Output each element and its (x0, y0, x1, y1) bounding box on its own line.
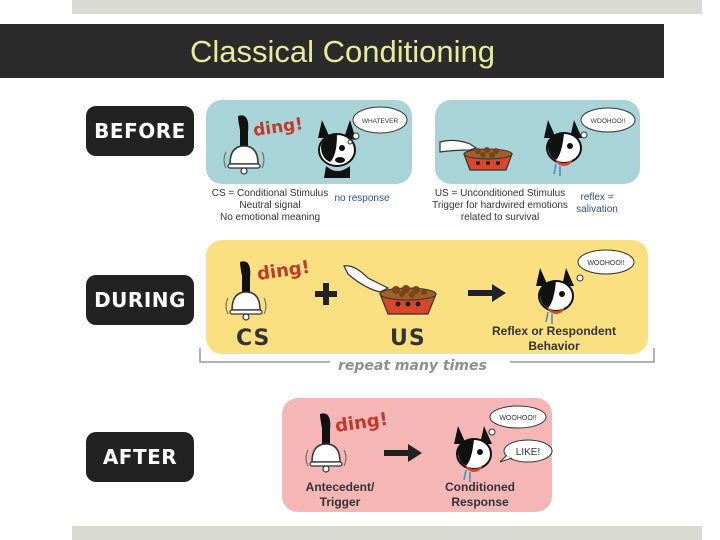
dog-icon (536, 268, 574, 324)
svg-text:ding!: ding! (252, 114, 304, 141)
dog-icon (454, 426, 492, 482)
food-bowl-icon (343, 265, 437, 315)
arrow-icon (384, 444, 422, 462)
bell-icon (305, 413, 347, 473)
ding-sound-text: ding! (252, 114, 304, 141)
plus-icon (315, 283, 337, 305)
bell-icon (225, 261, 267, 321)
thought-bubble-icon: WHATEVER (347, 106, 408, 145)
top-decor-bar (72, 0, 702, 14)
conditioned-response-caption: Conditioned Response (445, 480, 515, 509)
stage-label-before: BEFORE (86, 106, 194, 156)
svg-text:WHATEVER: WHATEVER (362, 118, 399, 125)
cs-label: CS (236, 326, 271, 351)
svg-text:WOOHOO!!: WOOHOO!! (499, 415, 536, 422)
ding-sound-text: ding! (256, 257, 311, 285)
food-bowl-icon (439, 139, 513, 171)
bell-icon (223, 115, 265, 175)
reflex-respondent-caption: Reflex or Respondent Behavior (491, 324, 617, 353)
repeat-bracket (199, 348, 655, 363)
reflex-caption: reflex = salivation (576, 192, 618, 215)
repeat-label: repeat many times (338, 358, 487, 374)
antecedent-caption: Antecedent/ Trigger (305, 480, 375, 509)
page-title: Classical Conditioning (190, 34, 495, 69)
dog-icon (318, 120, 356, 178)
ding-sound-text: ding! (334, 409, 389, 437)
svg-text:WOOHOO!!: WOOHOO!! (587, 260, 624, 267)
speech-bubble-icon: LIKE! (499, 439, 553, 463)
us-caption: US = Unconditioned Stimulus Trigger for … (432, 188, 568, 223)
bottom-decor-bar (72, 526, 702, 540)
title-band (0, 24, 664, 78)
stage-label-after: AFTER (86, 432, 194, 482)
cs-caption: CS = Conditional Stimulus Neutral signal… (211, 188, 329, 223)
thought-bubble-icon: WOOHOO!! (580, 107, 636, 139)
no-response-caption: no response (334, 193, 390, 204)
stage-label-during: DURING (86, 275, 194, 325)
svg-text:LIKE!: LIKE! (516, 447, 540, 458)
dog-icon (544, 120, 582, 176)
thought-bubble-icon: WOOHOO!! (576, 249, 635, 282)
thought-bubble-icon: WOOHOO!! (488, 405, 547, 436)
svg-text:WOOHOO!!: WOOHOO!! (591, 118, 626, 125)
arrow-icon (468, 284, 506, 302)
us-label: US (390, 326, 426, 351)
